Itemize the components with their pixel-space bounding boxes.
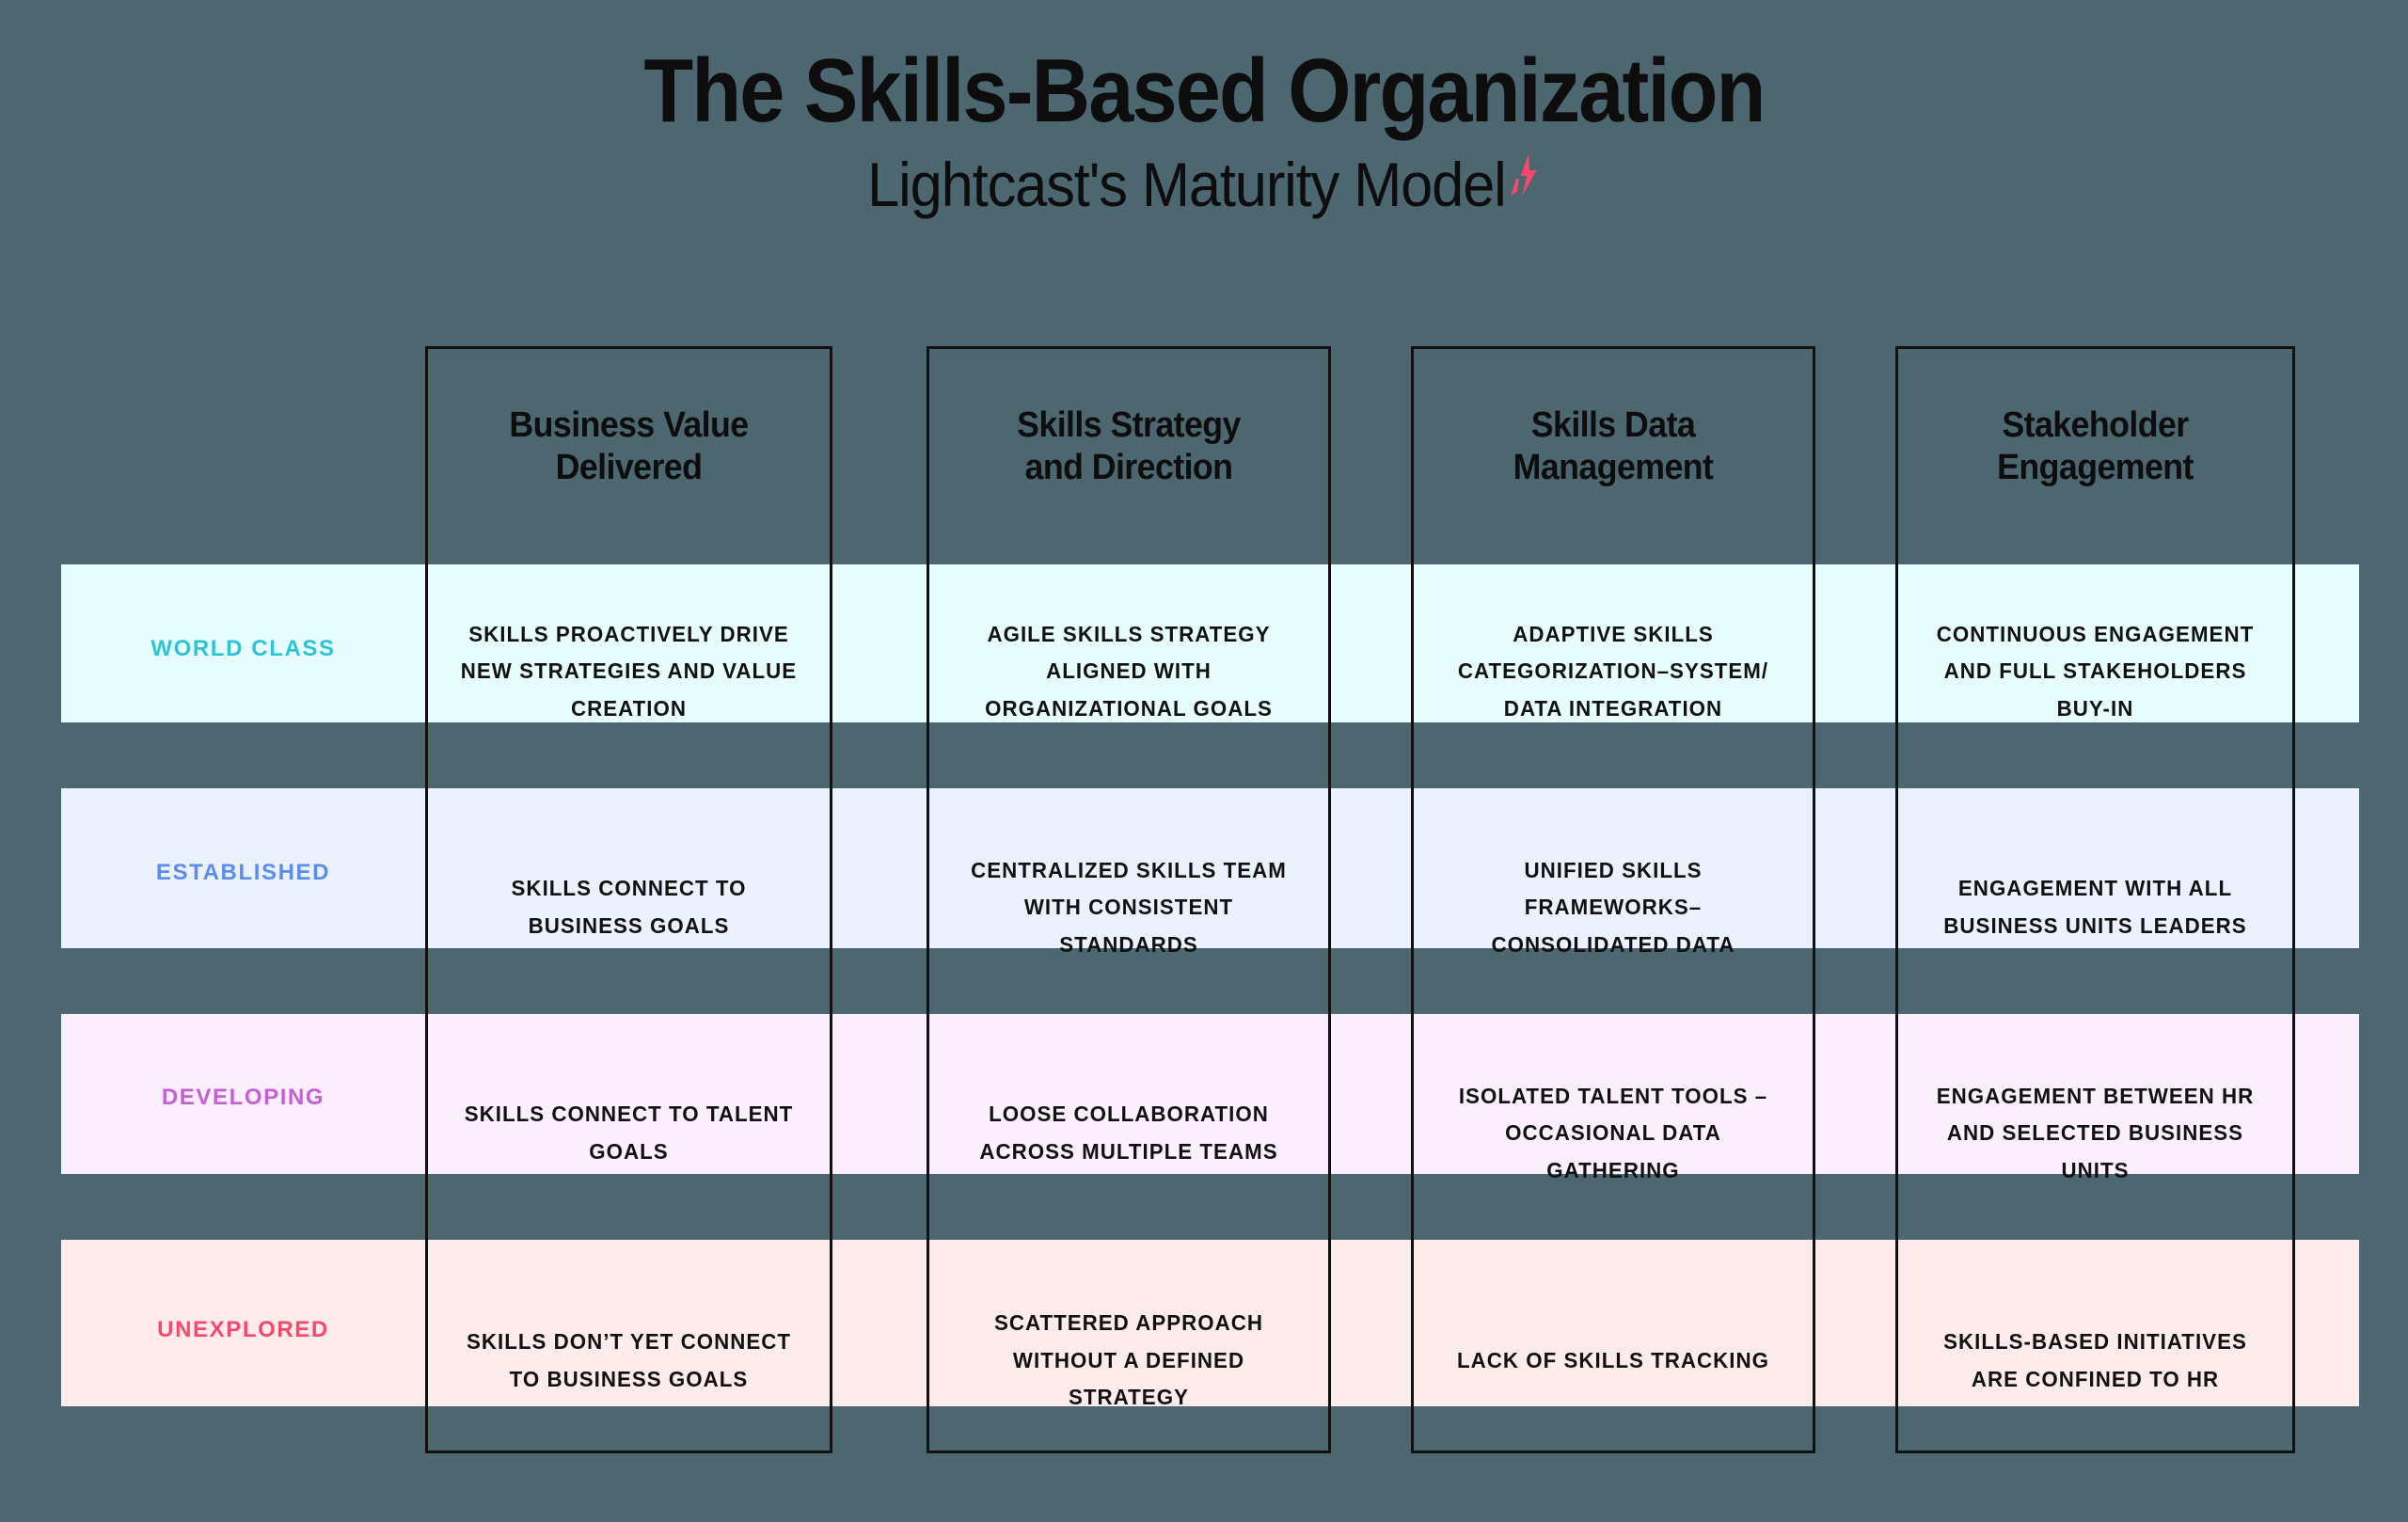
page-title: The Skills-Based Organization [643, 40, 1766, 141]
row-label-unexplored: UNEXPLORED [157, 1317, 329, 1342]
row-band-established [61, 788, 2359, 948]
cell-world-class-skills-data-management: ADAPTIVE SKILLS CATEGORIZATION–SYSTEM/ D… [1457, 621, 1769, 721]
column-title-line-1: Skills Strategy [1017, 405, 1241, 445]
cell-unexplored-stakeholder-engagement: SKILLS-BASED INITIATIVES ARE CONFINED TO… [1943, 1328, 2247, 1391]
cell-unexplored-business-value-delivered: SKILLS DON’T YET CONNECT TO BUSINESS GOA… [466, 1328, 792, 1391]
cell-world-class-stakeholder-engagement: CONTINUOUS ENGAGEMENT AND FULL STAKEHOLD… [1936, 621, 2255, 721]
cell-developing-skills-strategy-and-direction: LOOSE COLLABORATION ACROSS MULTIPLE TEAM… [979, 1102, 1278, 1164]
column-title-line-1: Stakeholder [2002, 405, 2189, 445]
cell-established-skills-data-management: UNIFIED SKILLS FRAMEWORKS– CONSOLIDATED … [1491, 857, 1735, 957]
lightcast-spark-icon [1511, 153, 1537, 196]
row-band-developing [61, 1014, 2359, 1174]
column-title-line-2: and Direction [1024, 447, 1233, 487]
row-label-established: ESTABLISHED [155, 860, 331, 885]
row-band-unexplored [61, 1240, 2359, 1406]
cell-developing-skills-data-management: ISOLATED TALENT TOOLS – OCCASIONAL DATA … [1458, 1083, 1768, 1182]
cell-unexplored-skills-strategy-and-direction: SCATTERED APPROACH WITHOUT A DEFINED STR… [993, 1310, 1264, 1410]
column-title-line-2: Engagement [1997, 447, 2194, 487]
cell-unexplored-skills-data-management: LACK OF SKILLS TRACKING [1456, 1347, 1770, 1372]
cell-world-class-skills-strategy-and-direction: AGILE SKILLS STRATEGY ALIGNED WITH ORGAN… [985, 621, 1273, 721]
cell-established-skills-strategy-and-direction: CENTRALIZED SKILLS TEAM WITH CONSISTENT … [971, 857, 1287, 957]
cell-established-stakeholder-engagement: ENGAGEMENT WITH ALL BUSINESS UNITS LEADE… [1943, 876, 2247, 938]
cell-world-class-business-value-delivered: SKILLS PROACTIVELY DRIVE NEW STRATEGIES … [460, 621, 798, 721]
row-label-world-class: WORLD CLASS [150, 636, 336, 661]
row-band-world-class [61, 564, 2359, 722]
row-label-developing: DEVELOPING [161, 1085, 325, 1110]
page-subtitle-wrap: Lightcast's Maturity Model [85, 151, 2324, 219]
column-title-line-1: Business Value [509, 405, 749, 445]
cell-developing-stakeholder-engagement: ENGAGEMENT BETWEEN HR AND SELECTED BUSIN… [1936, 1083, 2255, 1182]
page-subtitle: Lightcast's Maturity Model [867, 149, 1507, 219]
column-title-line-2: Delivered [555, 447, 703, 487]
column-title-line-1: Skills Data [1530, 405, 1696, 445]
cell-developing-business-value-delivered: SKILLS CONNECT TO TALENT GOALS [464, 1102, 794, 1164]
page-header: The Skills-Based Organization Lightcast'… [0, 0, 2408, 218]
cell-established-business-value-delivered: SKILLS CONNECT TO BUSINESS GOALS [511, 876, 747, 938]
column-title-line-2: Management [1513, 447, 1714, 487]
